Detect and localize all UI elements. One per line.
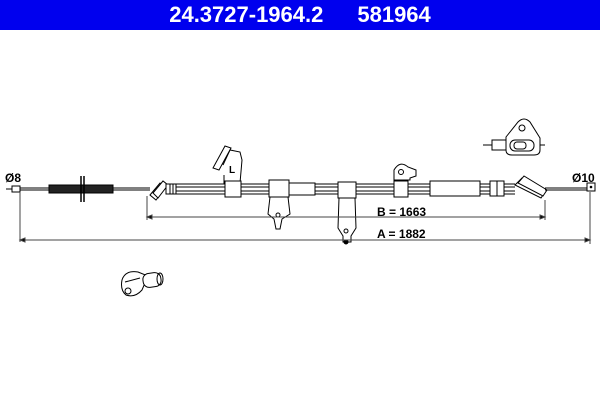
left-end-fitting	[6, 185, 50, 193]
title-bar: 24.3727-1964.2 581964	[0, 0, 600, 30]
mounting-clip-2	[337, 181, 357, 245]
dimension-lines	[18, 192, 592, 244]
reference-number: 581964	[357, 2, 431, 27]
cable-end-fitting-detail-icon	[483, 118, 545, 156]
side-marker-label: L	[229, 165, 235, 176]
right-ferrule	[514, 175, 596, 199]
right-diameter-label: Ø10	[572, 171, 595, 185]
dimension-a-label: A = 1882	[377, 227, 426, 241]
small-bracket	[393, 163, 417, 198]
left-diameter-label: Ø8	[5, 171, 21, 185]
left-ferrule	[149, 180, 177, 201]
mounting-clip-1	[267, 179, 291, 230]
l-bracket	[212, 145, 243, 198]
part-number: 24.3727-1964.2	[169, 2, 324, 27]
spring	[48, 176, 150, 202]
bracket-clip-detail-icon	[121, 271, 164, 297]
dimension-b-label: B = 1663	[377, 205, 426, 219]
